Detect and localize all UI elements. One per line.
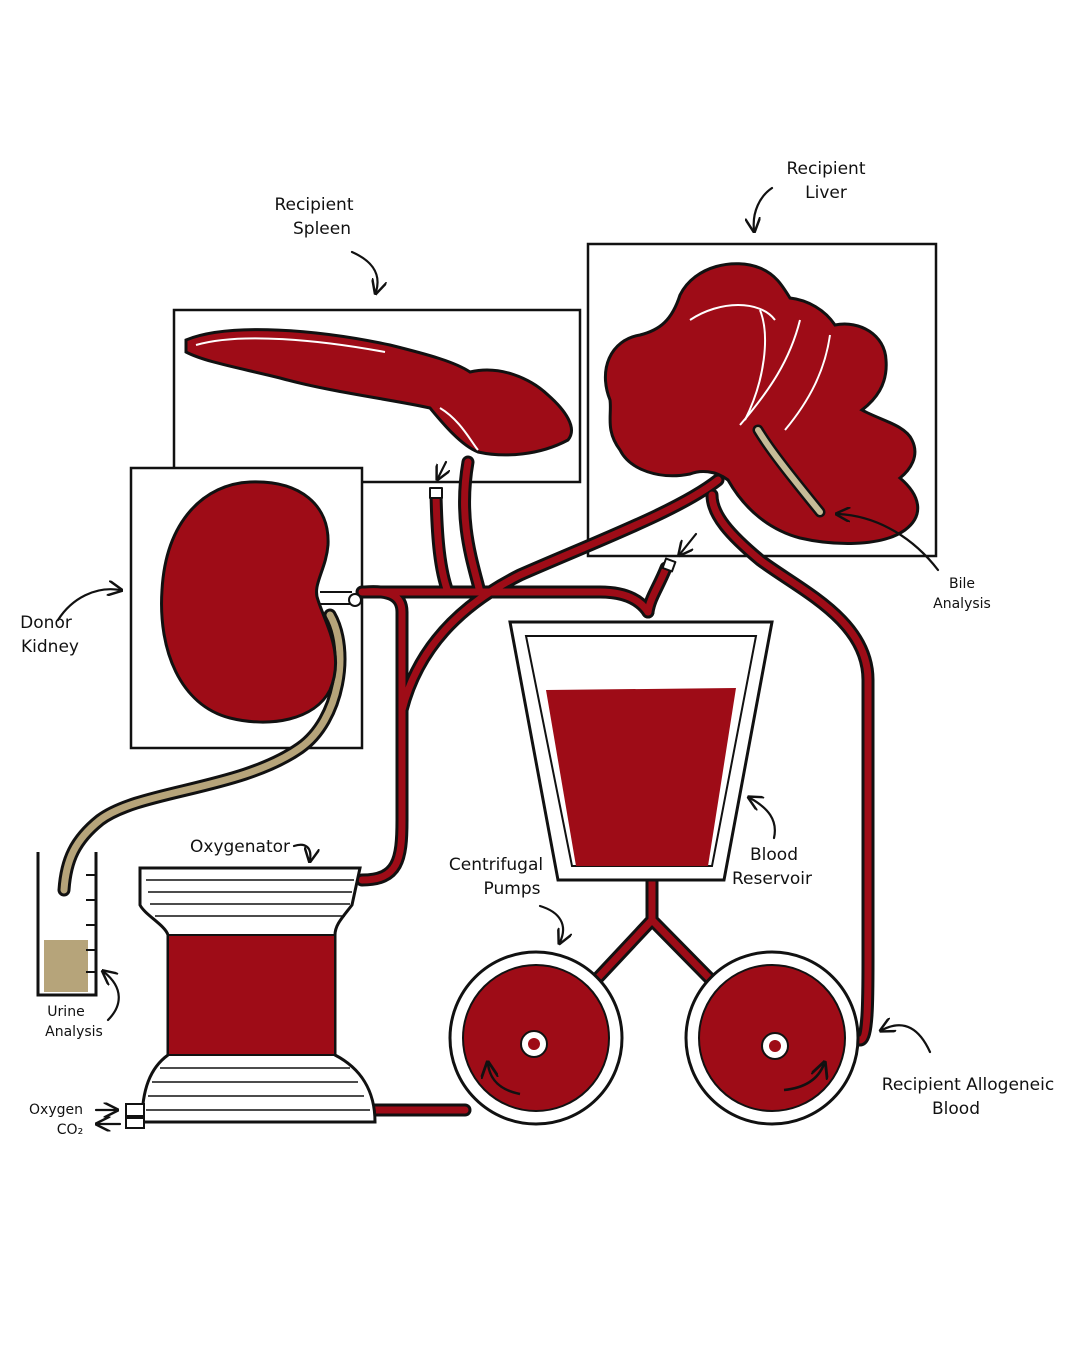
pointer-arrows [56,186,940,1124]
centrifugal-pump-left [448,950,624,1126]
allogeneic-label-line1: Recipient Allogeneic [882,1075,1054,1095]
blood-reservoir [508,620,774,882]
urine-collection-cylinder [36,852,98,997]
kidney-label-line1: Donor [20,613,72,633]
liver-cannula-arrow-icon [680,532,698,554]
urine-label-line1: Urine [47,1004,84,1020]
spleen-organ [184,328,573,457]
labels: Recipient Spleen Recipient Liver Donor K… [20,159,1054,1138]
spleen-label-line1: Recipient [275,195,354,215]
kidney-organ [160,480,362,724]
reservoir-label-line2: Reservoir [732,869,812,889]
pumps-label-line1: Centrifugal [449,855,543,875]
allogeneic-label-line2: Blood [932,1099,980,1119]
oxygenator-arrow-icon [292,843,310,860]
reservoir-label-line1: Blood [750,845,798,865]
spleen-label-line2: Spleen [293,219,351,239]
kidney-arrow-icon [56,589,120,622]
co2-label: CO₂ [57,1122,83,1138]
bile-label-line2: Analysis [933,596,991,612]
centrifugal-pump-right [684,950,860,1126]
reservoir-arrow-icon [750,798,776,840]
rotation-arrow-icon [783,1064,824,1092]
spleen-arrow-icon [350,250,378,292]
urine-arrow-icon [104,972,120,1022]
pumps-arrow-icon [538,904,563,942]
rotation-arrow-icon [488,1064,521,1096]
liver-label-line2: Liver [805,183,847,203]
liver-organ [604,262,920,545]
urine-label-line2: Analysis [45,1024,103,1040]
ureter-tube [57,608,347,897]
spleen-cannula-arrow-icon [438,460,446,478]
pumps-label-line2: Pumps [484,879,541,899]
allogeneic-arrow-icon [882,1025,932,1054]
bile-arrow-icon [838,514,940,572]
oxygenator [125,866,377,1129]
oxygen-label: Oxygen [29,1102,83,1118]
liver-label-line1: Recipient [787,159,866,179]
liver-arrow-icon [754,186,774,230]
oxygenator-label: Oxygenator [190,837,290,857]
kidney-label-line2: Kidney [21,637,79,657]
bile-label-line1: Bile [949,576,975,592]
